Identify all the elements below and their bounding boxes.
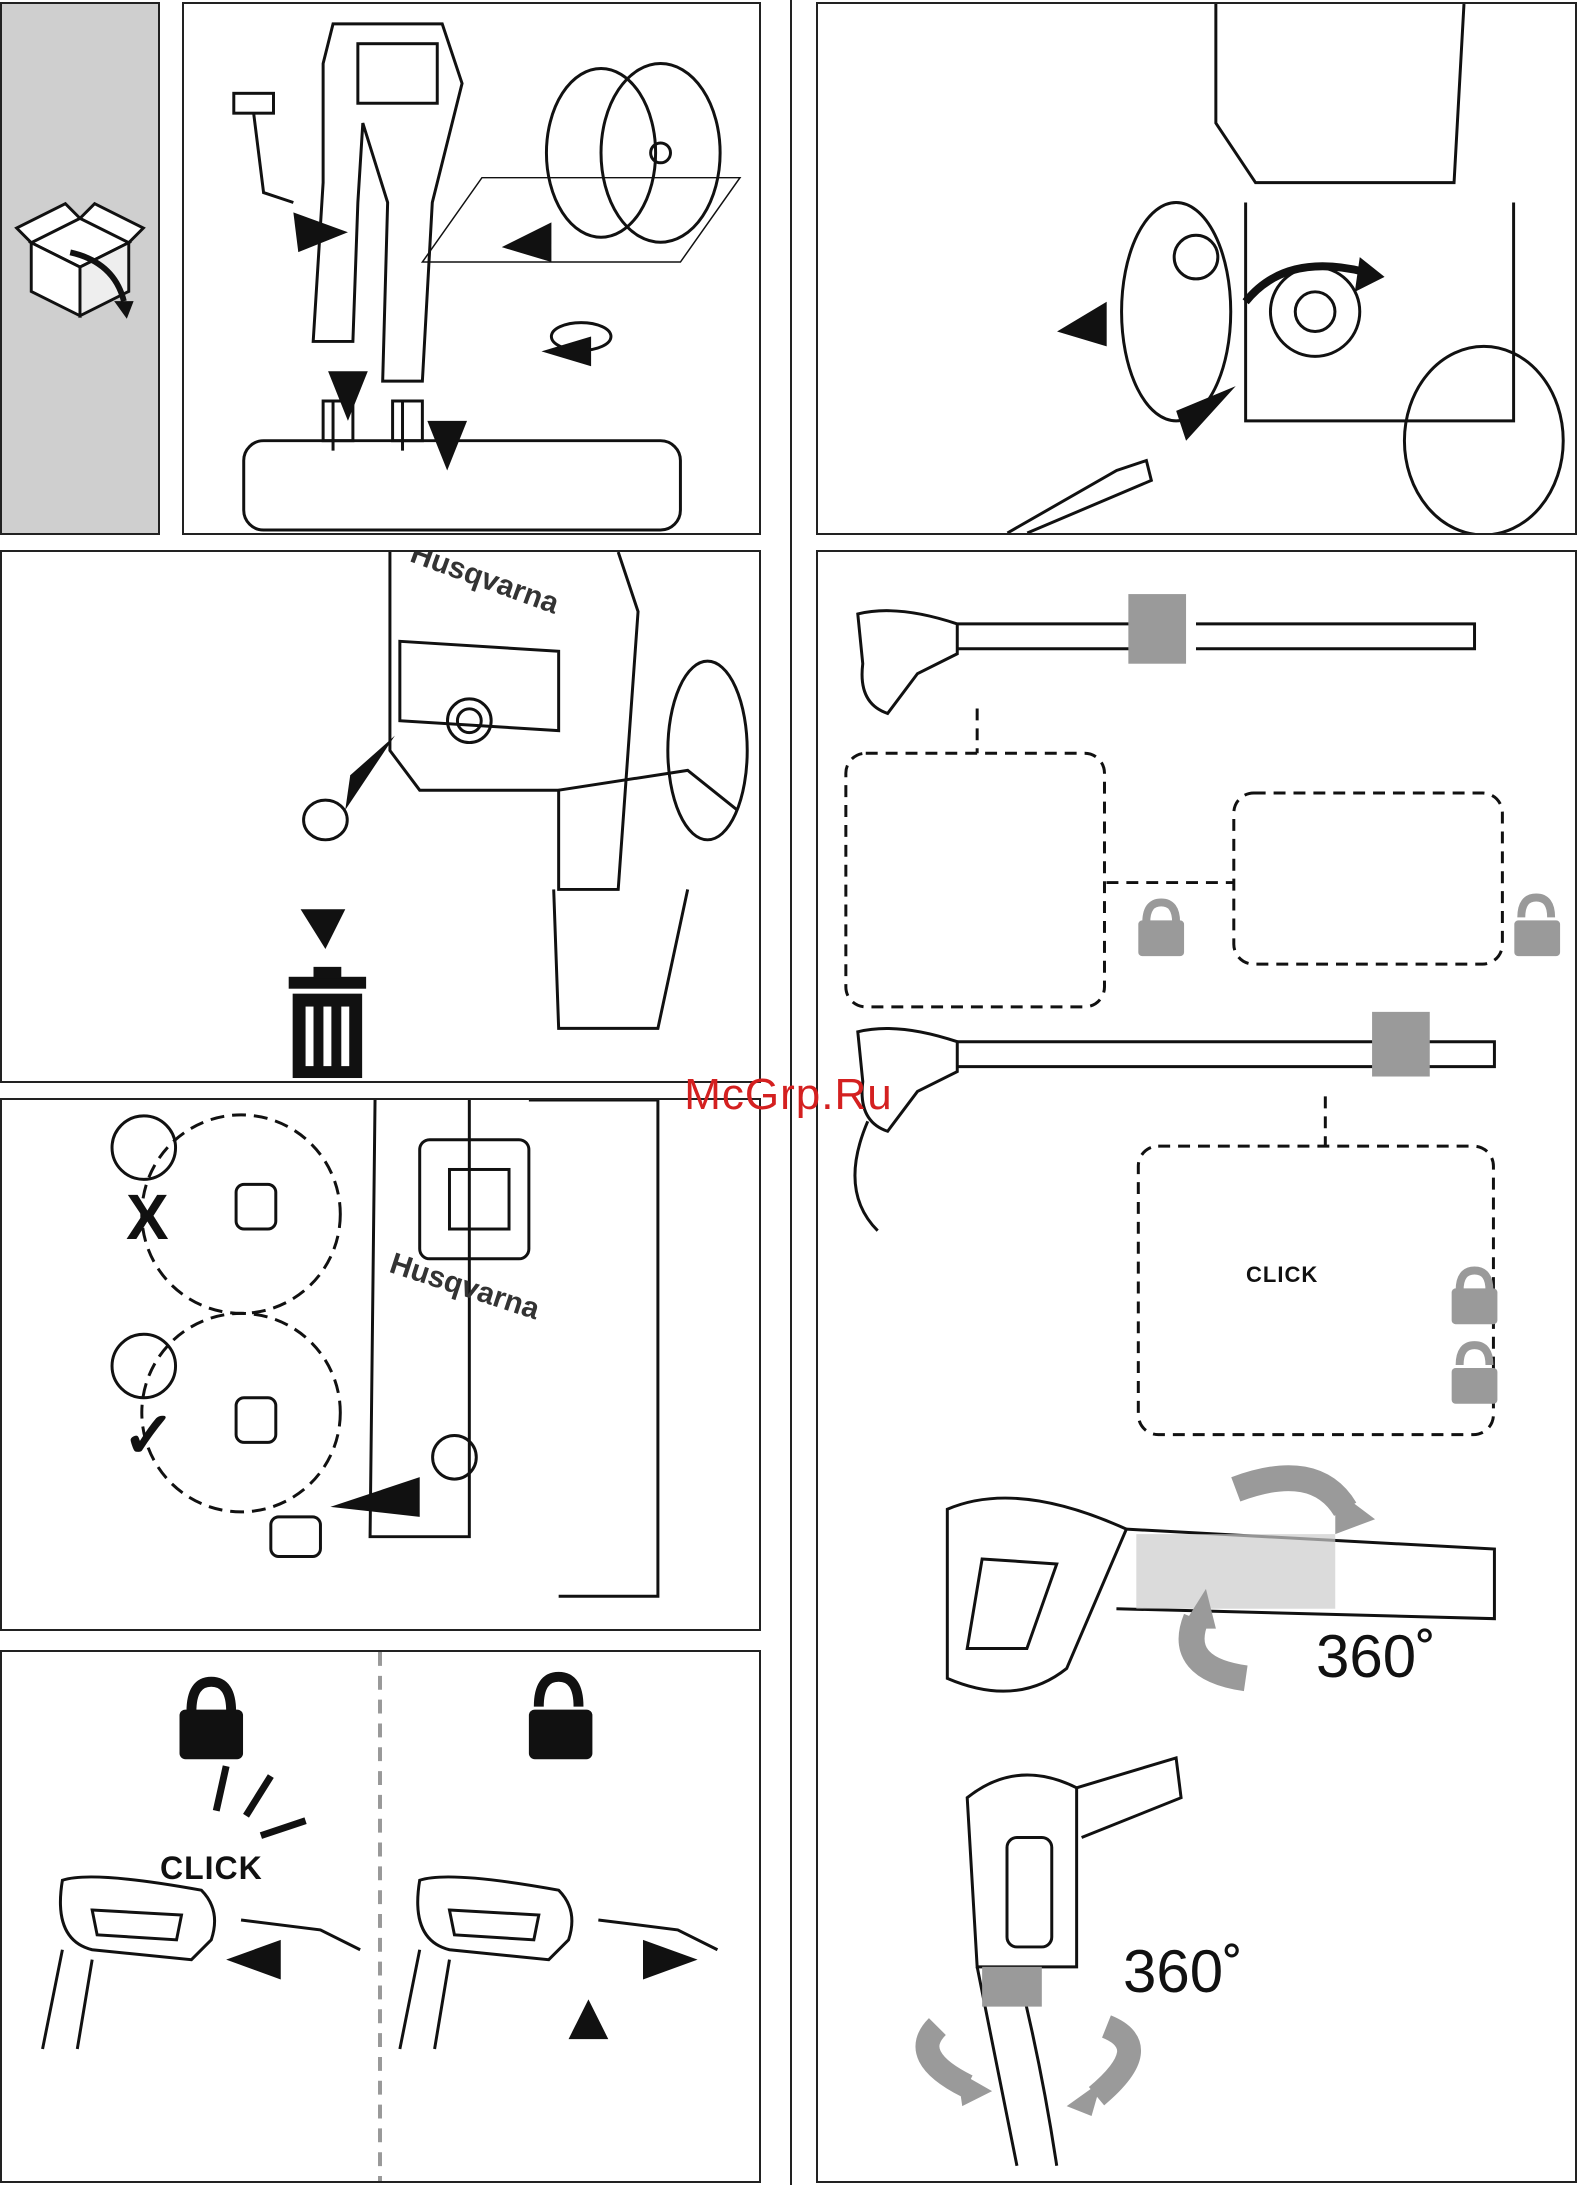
panel-outlet — [816, 2, 1577, 535]
unbox-icon — [2, 4, 158, 533]
watermark: McGrp.Ru — [0, 1070, 1577, 1120]
lock-open-icon — [529, 1677, 593, 1759]
panel-unbox — [0, 2, 160, 535]
click-label-hose: CLICK — [160, 1850, 263, 1887]
rotation-label-hose: 360˚ — [1123, 1937, 1243, 2006]
panel-lance: CLICK 360˚ 360˚ — [816, 550, 1577, 2183]
wrong-mark: X — [126, 1180, 169, 1254]
rotate-icon — [927, 1967, 1129, 2116]
lock-open-icon — [1452, 897, 1560, 1403]
trash-icon — [289, 967, 366, 1078]
panel-assembly — [182, 2, 761, 535]
lock-closed-icon — [180, 1682, 244, 1759]
panel-connector: X ✓ Husqvarna — [0, 1098, 761, 1631]
rotation-label-lance: 360˚ — [1316, 1622, 1436, 1691]
right-mark: ✓ — [122, 1398, 176, 1473]
panel-hose-lock: CLICK — [0, 1650, 761, 2183]
click-label-nozzle: CLICK — [1246, 1262, 1318, 1288]
assembly-illustration — [184, 4, 759, 533]
panel-remove-cap: Husqvarna — [0, 550, 761, 1083]
